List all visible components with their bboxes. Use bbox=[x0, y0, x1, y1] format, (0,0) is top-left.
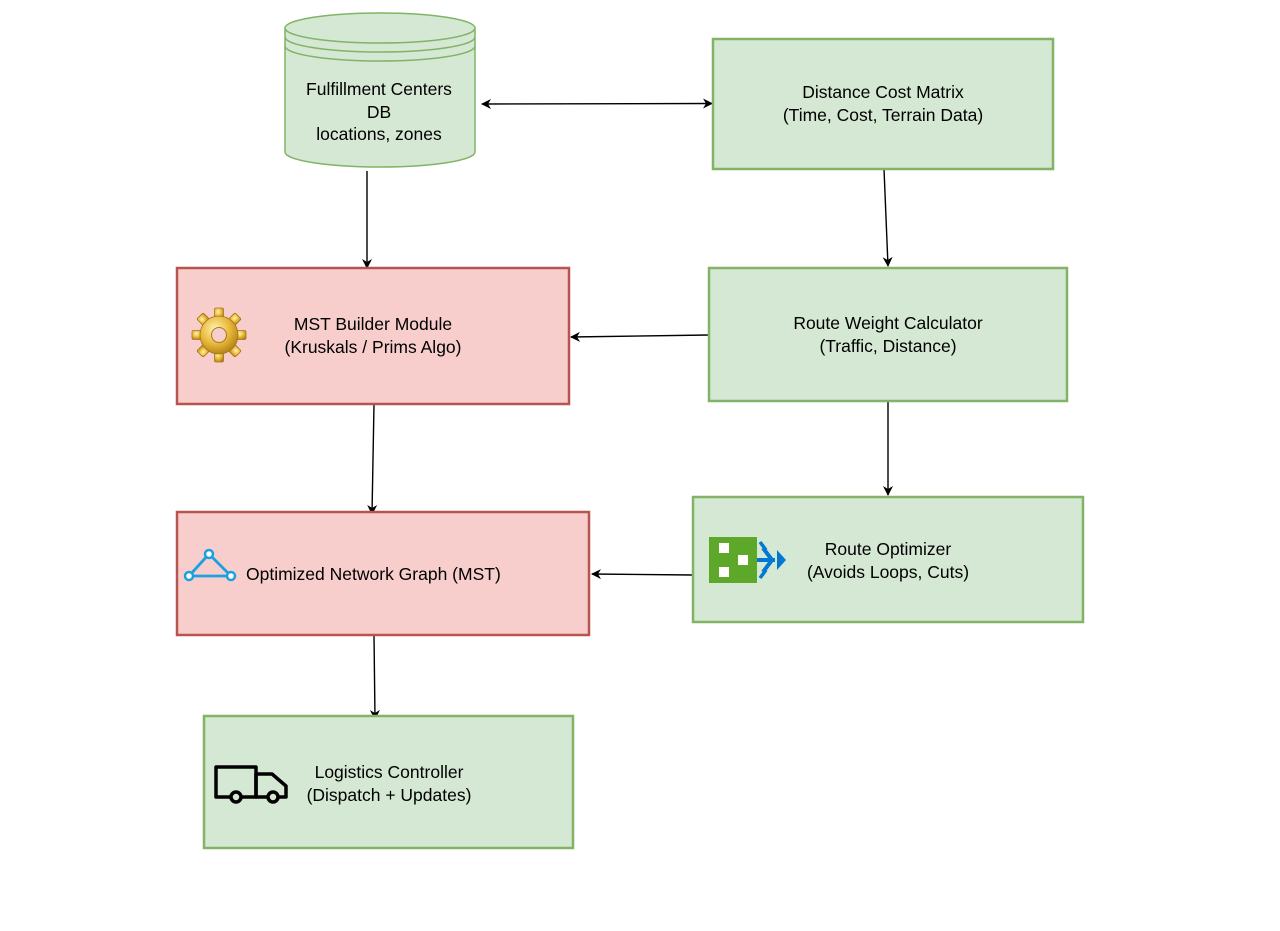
logistics-controller-box bbox=[202, 714, 575, 850]
network-graph-title: Optimized Network Graph (MST) bbox=[246, 564, 501, 584]
edge-network-logistics bbox=[369, 634, 380, 720]
gear-icon bbox=[191, 307, 247, 363]
edge-optimizer-network bbox=[591, 569, 694, 580]
distance-matrix-node[interactable]: Distance Cost Matrix (Time, Cost, Terrai… bbox=[711, 37, 1055, 171]
route-weight-title: Route Weight Calculator bbox=[793, 313, 983, 333]
distance-matrix-box bbox=[711, 37, 1055, 171]
route-weight-node[interactable]: Route Weight Calculator (Traffic, Distan… bbox=[707, 266, 1069, 403]
distance-matrix-title: Distance Cost Matrix bbox=[802, 82, 964, 102]
db-cylinder-ring-2 bbox=[284, 45, 476, 62]
db-label-line2: DB bbox=[367, 102, 391, 122]
route-optimizer-icon bbox=[709, 537, 786, 583]
mst-builder-title: MST Builder Module bbox=[294, 314, 452, 334]
route-weight-box bbox=[707, 266, 1069, 403]
edge-db-matrix bbox=[481, 98, 713, 109]
db-label-line3: locations, zones bbox=[316, 124, 442, 144]
logistics-controller-node[interactable]: Logistics Controller (Dispatch + Updates… bbox=[202, 714, 575, 850]
edge-route-weight-mst-builder bbox=[570, 331, 710, 342]
connectors bbox=[362, 98, 893, 720]
network-graph-box bbox=[175, 510, 591, 637]
route-optimizer-subtitle: (Avoids Loops, Cuts) bbox=[807, 562, 969, 582]
fulfillment-db-node[interactable]: Fulfillment Centers DB locations, zones bbox=[284, 12, 476, 168]
db-cylinder-ring-1 bbox=[284, 36, 476, 53]
route-optimizer-node[interactable]: Route Optimizer (Avoids Loops, Cuts) bbox=[691, 495, 1085, 624]
logistics-controller-subtitle: (Dispatch + Updates) bbox=[307, 785, 472, 805]
db-label-line1: Fulfillment Centers bbox=[306, 79, 452, 99]
db-cylinder-body bbox=[284, 28, 476, 168]
network-graph-node[interactable]: Optimized Network Graph (MST) bbox=[175, 510, 591, 637]
edge-mst-builder-network bbox=[367, 403, 378, 515]
truck-icon bbox=[214, 765, 288, 804]
distance-matrix-subtitle: (Time, Cost, Terrain Data) bbox=[783, 105, 983, 125]
route-weight-subtitle: (Traffic, Distance) bbox=[819, 336, 956, 356]
edge-matrix-route-weight bbox=[882, 168, 893, 267]
network-triangle-icon bbox=[183, 548, 237, 582]
mst-builder-subtitle: (Kruskals / Prims Algo) bbox=[285, 337, 462, 357]
db-cylinder-top bbox=[284, 12, 476, 44]
route-optimizer-title: Route Optimizer bbox=[825, 539, 952, 559]
logistics-controller-title: Logistics Controller bbox=[315, 762, 464, 782]
mst-builder-node[interactable]: MST Builder Module (Kruskals / Prims Alg… bbox=[175, 266, 571, 406]
